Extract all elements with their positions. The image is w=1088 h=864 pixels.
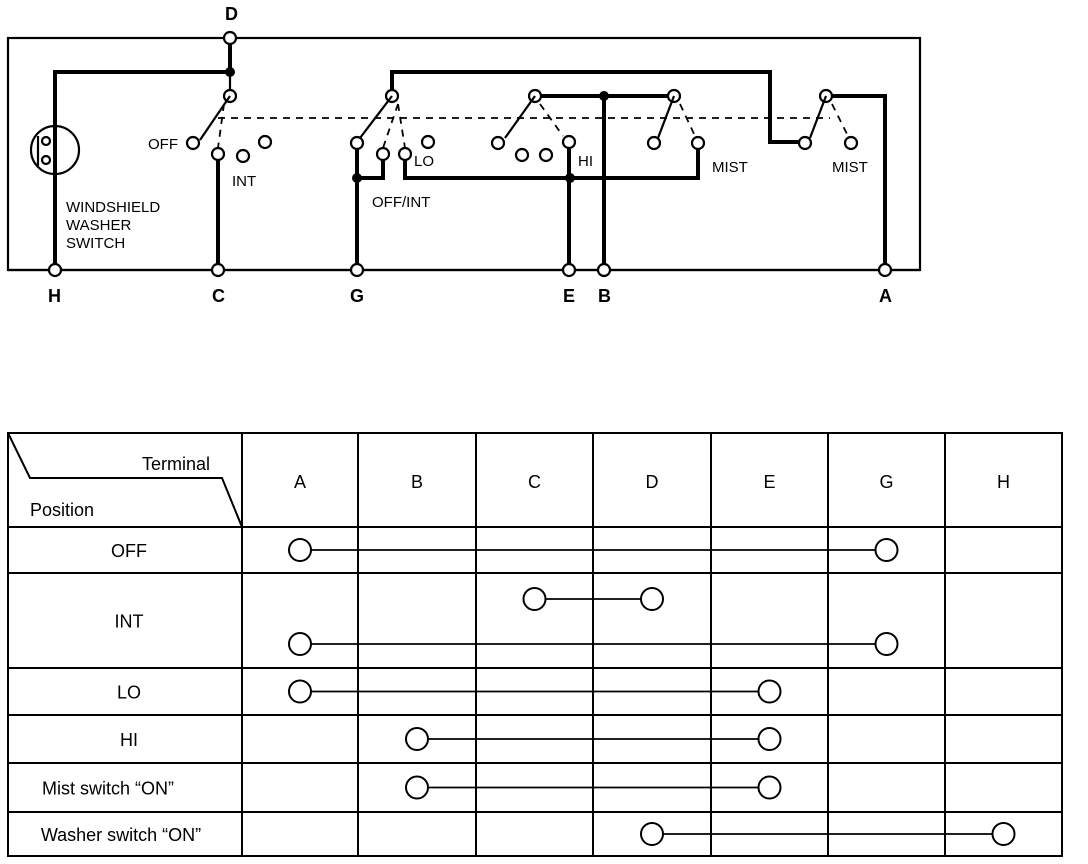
label-washer-2: WASHER <box>66 217 131 234</box>
header-terminal: Terminal <box>142 454 210 474</box>
column-label-a: A <box>294 472 306 492</box>
terminal-label-d: D <box>225 4 238 24</box>
row-label: OFF <box>111 541 147 561</box>
terminal-node-c <box>210 262 226 278</box>
label-washer-1: WINDSHIELD <box>66 199 160 216</box>
terminal-node-g <box>349 262 365 278</box>
continuity-terminal-d <box>640 587 664 611</box>
continuity-terminal-g <box>874 632 899 656</box>
mist-switch-sections <box>646 88 887 270</box>
continuity-terminal-b <box>405 727 429 751</box>
terminal-node-d <box>222 30 238 46</box>
terminal-label-b: B <box>598 286 611 306</box>
label-hi: HI <box>578 153 593 170</box>
lo-switch-section <box>349 70 800 270</box>
column-label-e: E <box>763 472 775 492</box>
terminal-node-e <box>561 262 577 278</box>
continuity-terminal-e <box>757 727 782 751</box>
wire-h-d <box>53 38 232 270</box>
terminal-label-h: H <box>48 286 61 306</box>
label-off-int: OFF/INT <box>372 194 430 211</box>
terminal-node-h <box>47 262 63 278</box>
label-lo: LO <box>414 153 434 170</box>
continuity-terminal-g <box>874 538 899 562</box>
terminal-label-a: A <box>879 286 892 306</box>
column-label-c: C <box>528 472 541 492</box>
terminal-node-a <box>877 262 893 278</box>
continuity-terminal-b <box>405 775 429 800</box>
continuity-terminal-c <box>522 587 547 611</box>
row-label: LO <box>117 683 141 703</box>
column-label-d: D <box>646 472 659 492</box>
row-label: HI <box>120 730 138 750</box>
terminal-node-b <box>596 262 612 278</box>
header-position: Position <box>30 500 94 520</box>
continuity-terminal-d <box>640 822 664 846</box>
hi-switch-section <box>490 88 672 270</box>
row-label: Washer switch “ON” <box>41 825 201 845</box>
continuity-terminal-a <box>288 679 312 704</box>
terminal-label-e: E <box>563 286 575 306</box>
continuity-terminal-e <box>757 775 782 800</box>
terminal-label-g: G <box>350 286 364 306</box>
label-mist-2: MIST <box>832 159 868 176</box>
row-label: INT <box>115 612 144 632</box>
table-border <box>7 432 1063 857</box>
label-mist-1: MIST <box>712 159 748 176</box>
column-label-g: G <box>879 472 893 492</box>
row-label: Mist switch “ON” <box>42 779 174 799</box>
washer-switch-symbol <box>29 124 81 176</box>
continuity-terminal-a <box>288 632 312 656</box>
header-diagonal <box>7 432 243 528</box>
terminal-label-c: C <box>212 286 225 306</box>
continuity-terminal-h <box>991 822 1016 846</box>
circuit-schematic: D H C G E B A OFF INT LO OFF/INT HI MIST… <box>6 4 922 306</box>
continuity-terminal-a <box>288 538 312 562</box>
column-label-b: B <box>411 472 423 492</box>
column-label-h: H <box>997 472 1010 492</box>
label-int: INT <box>232 173 256 190</box>
label-washer-3: SWITCH <box>66 235 125 252</box>
label-off: OFF <box>148 136 178 153</box>
int-switch-section <box>185 88 273 270</box>
continuity-terminal-e <box>757 679 782 704</box>
